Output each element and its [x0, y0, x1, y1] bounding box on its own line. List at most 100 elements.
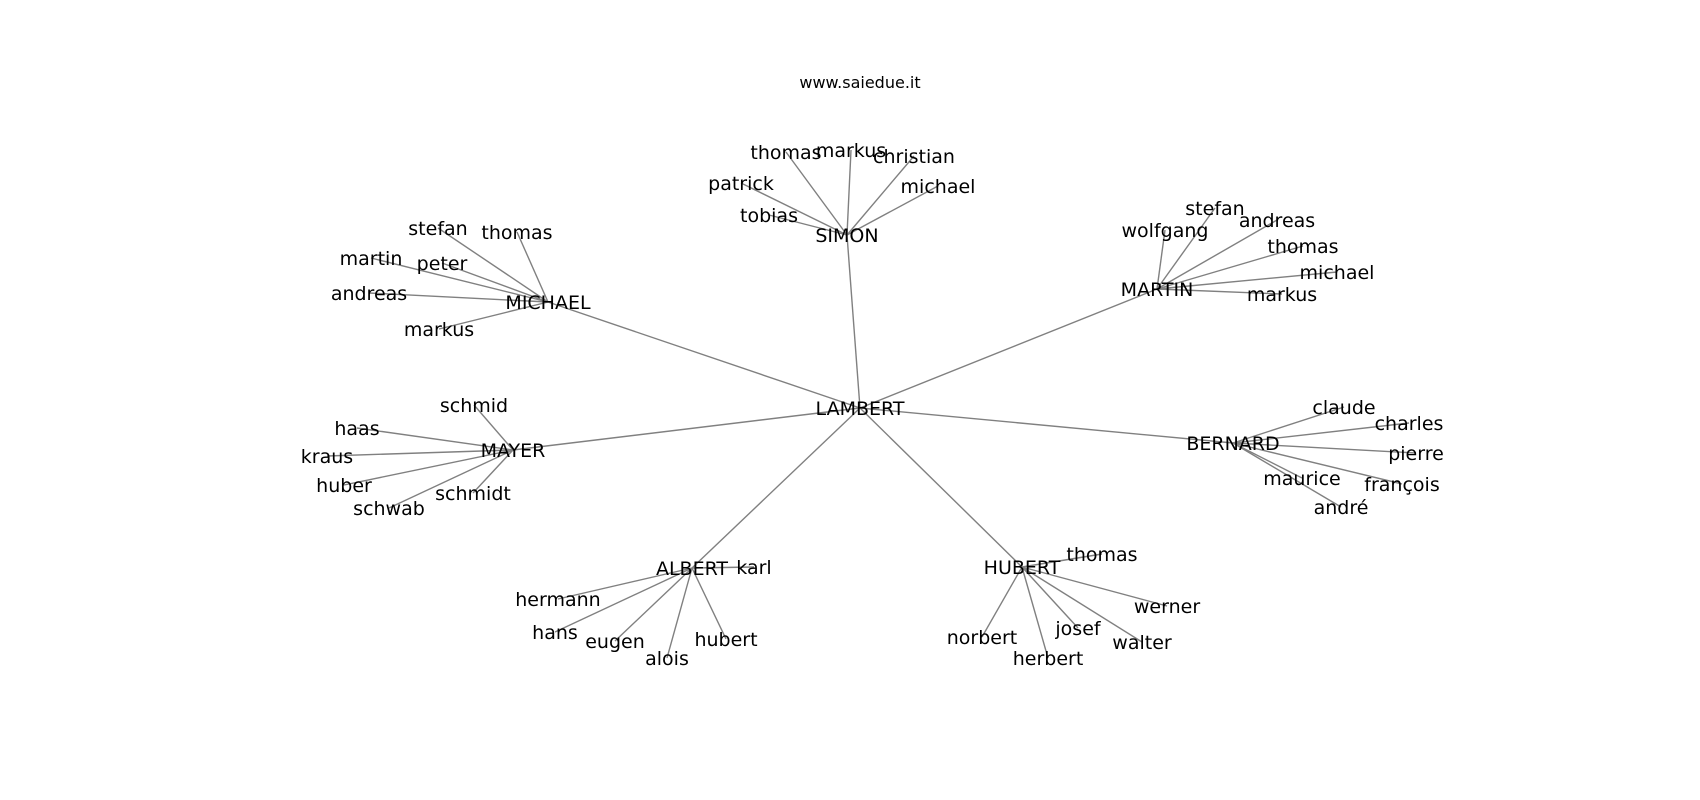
leaf-node-label: markus	[404, 319, 474, 341]
leaf-node-label: charles	[1375, 413, 1444, 435]
edge-hubert-werner	[1021, 566, 1168, 607]
leaf-node-label: andré	[1314, 497, 1369, 519]
leaf-node-label: karl	[736, 557, 771, 579]
leaf-node-label: wolfgang	[1122, 220, 1209, 242]
edge-mayer-schmid	[473, 404, 514, 451]
edge-root-mayer	[512, 407, 861, 451]
hub-node-label: HUBERT	[984, 557, 1061, 579]
edge-hubert-herbert	[1021, 566, 1049, 659]
leaf-node-label: stefan	[408, 218, 467, 240]
leaf-node-label: michael	[1300, 262, 1375, 284]
hub-node-label: BERNARD	[1186, 433, 1279, 455]
edge-michael-martin	[370, 257, 549, 303]
leaf-node-label: hubert	[694, 629, 757, 651]
leaf-node-label: hermann	[515, 589, 600, 611]
edge-simon-patrick	[740, 182, 848, 236]
edge-albert-hans	[554, 567, 693, 633]
edge-simon-markus	[846, 149, 852, 236]
leaf-node-label: thomas	[1066, 544, 1137, 566]
leaf-node-label: thomas	[750, 142, 821, 164]
labels-layer: LAMBERTSIMONthomasmarkuschristianpatrick…	[301, 140, 1444, 670]
leaf-node-label: haas	[334, 418, 379, 440]
leaf-node-label: markus	[1247, 284, 1317, 306]
leaf-node-label: eugen	[585, 631, 645, 653]
edge-root-bernard	[859, 407, 1234, 444]
edge-michael-thomas	[516, 231, 549, 303]
edge-martin-wolfgang	[1156, 229, 1166, 290]
leaf-node-label: claude	[1312, 397, 1375, 419]
leaf-node-label: martin	[340, 248, 403, 270]
leaf-node-label: norbert	[947, 627, 1018, 649]
hub-node-label: ALBERT	[656, 558, 728, 580]
edge-martin-andreas	[1156, 219, 1278, 290]
edge-michael-andreas	[368, 292, 549, 303]
edge-mayer-haas	[356, 427, 514, 451]
edge-hubert-josef	[1021, 566, 1079, 629]
edge-hubert-norbert	[981, 566, 1023, 638]
edge-mayer-kraus	[326, 449, 514, 457]
edge-martin-stefan	[1156, 207, 1216, 290]
edge-bernard-andré	[1232, 442, 1342, 508]
leaf-node-label: schmidt	[435, 483, 511, 505]
hub-node-label: SIMON	[815, 225, 878, 247]
leaf-node-label: herbert	[1013, 648, 1084, 670]
edge-martin-thomas	[1156, 245, 1304, 290]
leaf-node-label: thomas	[1267, 236, 1338, 258]
edges-layer	[326, 149, 1417, 659]
edge-hubert-thomas	[1021, 553, 1103, 568]
edge-albert-hubert	[691, 567, 727, 640]
hub-node-label: MARTIN	[1121, 279, 1194, 301]
edge-root-simon	[846, 234, 861, 409]
edge-mayer-huber	[343, 449, 514, 486]
leaf-node-label: josef	[1054, 618, 1101, 640]
leaf-node-label: schwab	[353, 498, 425, 520]
leaf-node-label: huber	[316, 475, 372, 497]
leaf-node-label: andreas	[331, 283, 407, 305]
edge-root-albert	[691, 407, 861, 569]
leaf-node-label: tobias	[740, 205, 798, 227]
edge-root-martin	[859, 288, 1158, 409]
leaf-node-label: thomas	[481, 222, 552, 244]
leaf-node-label: françois	[1364, 474, 1439, 496]
leaf-node-label: werner	[1134, 596, 1200, 618]
edge-mayer-schmidt	[472, 449, 514, 494]
hub-node-label: MAYER	[481, 440, 546, 462]
edge-root-michael	[547, 301, 861, 409]
leaf-node-label: schmid	[440, 395, 508, 417]
edge-martin-markus	[1156, 288, 1283, 295]
edge-michael-markus	[438, 301, 549, 330]
edge-michael-stefan	[437, 227, 549, 303]
leaf-node-label: peter	[417, 253, 468, 275]
edge-albert-hermann	[557, 567, 693, 600]
edge-simon-thomas	[785, 151, 848, 236]
leaf-node-label: kraus	[301, 446, 353, 468]
edge-bernard-pierre	[1232, 442, 1417, 454]
edge-albert-alois	[666, 567, 693, 659]
leaf-node-label: alois	[645, 648, 689, 670]
edge-simon-michael	[846, 185, 939, 236]
edge-bernard-françois	[1232, 442, 1403, 485]
leaf-node-label: patrick	[708, 173, 774, 195]
edge-root-hubert	[859, 407, 1023, 568]
leaf-node-label: stefan	[1185, 198, 1244, 220]
hub-node-label: MICHAEL	[505, 292, 591, 314]
leaf-node-label: pierre	[1388, 443, 1444, 465]
leaf-node-label: walter	[1112, 632, 1172, 654]
edge-martin-michael	[1156, 271, 1338, 290]
credit-text: www.saiedue.it	[799, 73, 920, 92]
edge-bernard-charles	[1232, 422, 1410, 444]
edge-mayer-schwab	[388, 449, 514, 509]
leaf-node-label: andreas	[1239, 210, 1315, 232]
leaf-node-label: markus	[816, 140, 886, 162]
edge-michael-peter	[441, 262, 549, 303]
leaf-node-label: maurice	[1263, 468, 1340, 490]
root-node-label: LAMBERT	[816, 398, 905, 420]
edge-simon-christian	[846, 155, 915, 236]
edge-albert-karl	[691, 566, 755, 569]
edge-albert-eugen	[614, 567, 693, 642]
edge-bernard-maurice	[1232, 442, 1303, 479]
edge-simon-tobias	[768, 214, 848, 236]
edge-bernard-claude	[1232, 406, 1345, 444]
